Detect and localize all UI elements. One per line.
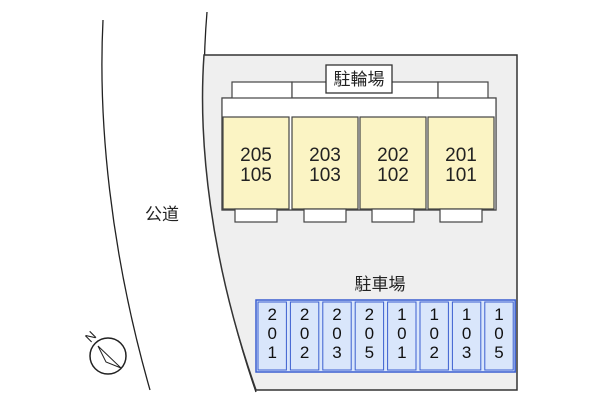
unit-upper-number: 201 <box>445 145 477 166</box>
unit-lower-number: 103 <box>309 165 341 186</box>
road-left-edge <box>101 19 151 391</box>
parking-slot <box>289 301 320 371</box>
parking-slot <box>451 301 482 371</box>
unit-block <box>222 116 290 210</box>
unit-upper-number: 203 <box>309 145 341 166</box>
parking-slot <box>387 301 417 371</box>
parking-slot <box>419 301 449 371</box>
building-top-right-wing <box>437 81 489 101</box>
unit-upper-number: 205 <box>240 145 272 166</box>
unit-block <box>291 116 359 210</box>
north-compass: N <box>82 328 127 375</box>
parking-slot <box>322 301 352 371</box>
bicycle-parking-box <box>325 64 393 94</box>
car-parking-label: 駐車場 <box>355 275 406 295</box>
parking-slot <box>354 301 385 371</box>
unit-block <box>427 116 495 210</box>
unit-balcony <box>371 208 415 223</box>
building-top-left-wing <box>231 81 293 101</box>
unit-lower-number: 102 <box>377 165 409 186</box>
parking-slot <box>484 301 514 371</box>
unit-lower-number: 101 <box>445 165 477 186</box>
unit-upper-number: 202 <box>377 145 409 166</box>
unit-block <box>359 116 427 210</box>
compass-arrow-tail <box>97 345 122 369</box>
bicycle-parking-label: 駐輪場 <box>334 70 385 90</box>
road-label: 公道 <box>145 205 179 225</box>
unit-lower-number: 105 <box>240 165 272 186</box>
unit-balcony <box>234 208 278 223</box>
unit-balcony <box>303 208 347 223</box>
unit-balcony <box>439 208 483 223</box>
parking-slot <box>257 301 287 371</box>
